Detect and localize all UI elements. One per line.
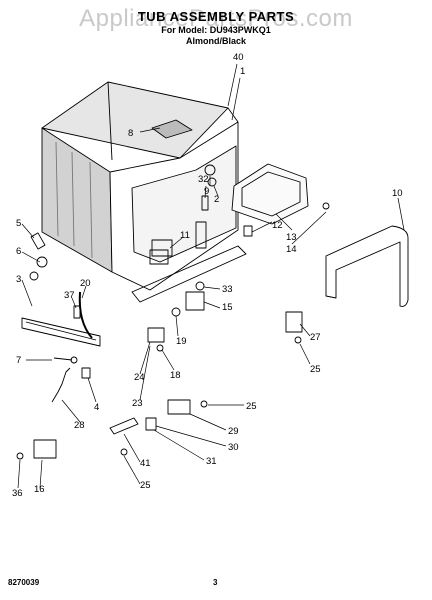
callout-label: 23 xyxy=(132,398,143,409)
screw-25c xyxy=(120,448,128,456)
tub-base-rail xyxy=(131,245,247,303)
part-30 xyxy=(145,417,157,431)
callout-label: 6 xyxy=(16,246,21,257)
clip-12 xyxy=(243,225,253,237)
callout-label: 1 xyxy=(240,66,245,77)
page-number: 3 xyxy=(213,578,218,587)
callout-label: 2 xyxy=(214,194,219,205)
callout-label: 40 xyxy=(233,52,244,63)
diagram-title: TUB ASSEMBLY PARTS xyxy=(137,9,295,24)
callout-label: 19 xyxy=(176,336,187,347)
pump-housing xyxy=(149,249,169,265)
part-18 xyxy=(156,344,164,352)
screw-25a xyxy=(294,336,302,344)
doc-number: 8270039 xyxy=(8,578,40,587)
callout-label: 16 xyxy=(34,484,45,495)
callout-label: 15 xyxy=(222,302,233,313)
hose-20 xyxy=(78,291,93,339)
callout-label: 32 xyxy=(198,174,209,185)
callout-label: 41 xyxy=(140,458,151,469)
model-subtitle: For Model: DU943PWKQ1 xyxy=(161,25,271,35)
part-6 xyxy=(36,256,48,268)
spring-28 xyxy=(51,367,71,403)
part-14 xyxy=(322,202,330,210)
callout-label: 10 xyxy=(392,188,403,199)
part-24 xyxy=(147,327,165,343)
part-5 xyxy=(30,232,46,250)
callout-label: 9 xyxy=(204,186,209,197)
callout-label: 14 xyxy=(286,244,297,255)
callout-label: 25 xyxy=(246,401,257,412)
callout-label: 25 xyxy=(310,364,321,375)
part-29 xyxy=(167,399,191,415)
part-19 xyxy=(171,307,181,317)
part-7 xyxy=(70,356,78,364)
tub-left-side xyxy=(41,127,113,273)
part-41 xyxy=(109,417,139,435)
callout-label: 36 xyxy=(12,488,23,499)
callout-label: 29 xyxy=(228,426,239,437)
callout-label: 37 xyxy=(64,290,75,301)
part-37 xyxy=(73,305,81,319)
lower-rail-bracket xyxy=(21,317,101,347)
callout-label: 4 xyxy=(94,402,99,413)
callout-label: 7 xyxy=(16,355,21,366)
callout-label: 18 xyxy=(170,370,181,381)
part-2 xyxy=(207,177,217,187)
callout-label: 33 xyxy=(222,284,233,295)
screw-25b xyxy=(200,400,208,408)
callout-label: 8 xyxy=(128,128,133,139)
vent-part xyxy=(151,119,193,139)
bracket-27 xyxy=(285,311,303,333)
part-9 xyxy=(204,164,216,176)
part-36 xyxy=(16,452,24,460)
callout-label: 11 xyxy=(180,230,190,241)
part-3 xyxy=(29,271,39,281)
callout-label: 25 xyxy=(140,480,151,491)
callout-label: 5 xyxy=(16,218,21,229)
callout-label: 31 xyxy=(206,456,217,467)
callout-label: 27 xyxy=(310,332,321,343)
part-33 xyxy=(195,281,205,291)
callout-label: 3 xyxy=(16,274,21,285)
callout-labels: 40 1 8 9 2 32 10 13 12 14 11 5 6 3 20 37… xyxy=(12,52,403,499)
callout-label: 30 xyxy=(228,442,239,453)
side-trim-strip xyxy=(325,225,409,307)
color-subtitle: Almond/Black xyxy=(185,36,246,46)
callout-label: 12 xyxy=(272,220,283,231)
watermark: AppliancePartsPros.com xyxy=(79,5,353,32)
inner-support xyxy=(195,221,207,249)
callout-label: 13 xyxy=(286,232,297,243)
part-15 xyxy=(185,291,205,311)
callout-label: 20 xyxy=(80,278,91,289)
part-4 xyxy=(81,367,91,379)
callout-label: 28 xyxy=(74,420,85,431)
leader-lines xyxy=(17,63,405,489)
callout-label: 24 xyxy=(134,372,145,383)
part-16 xyxy=(33,439,57,459)
part-11 xyxy=(151,239,173,257)
